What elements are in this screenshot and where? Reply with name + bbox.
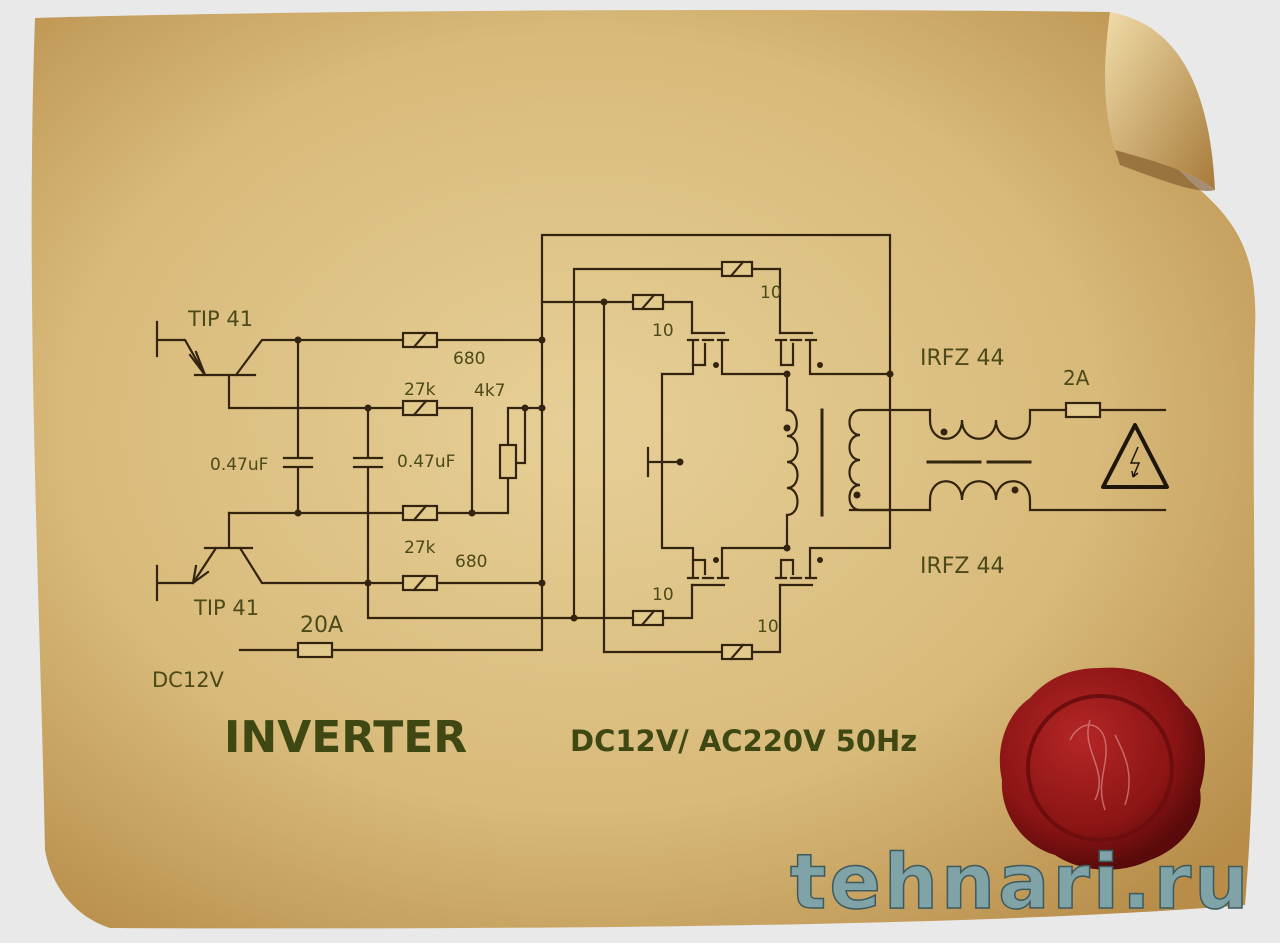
gate-resistor-lower-right — [720, 643, 754, 661]
page-title: INVERTER — [224, 712, 467, 763]
resistor-label-27k-bottom: 27k — [404, 538, 436, 558]
gate-resistor-label-upper-left: 10 — [652, 321, 674, 341]
gate-resistor-lower-left — [631, 609, 665, 627]
resistor-label-680-top: 680 — [453, 349, 485, 369]
resistor-680-bottom — [401, 574, 439, 592]
fuse-output-label: 2A — [1063, 366, 1090, 390]
resistor-27k-top — [401, 399, 439, 417]
junction-dots — [294, 298, 1019, 622]
gate-resistor-upper-left — [631, 293, 665, 311]
gate-resistor-label-upper-right: 10 — [760, 283, 782, 303]
potentiometer-4k7 — [498, 443, 518, 480]
capacitor-label-left: 0.47uF — [210, 455, 268, 475]
resistor-27k-bottom — [401, 504, 439, 522]
fuse-output — [1064, 401, 1102, 419]
gate-resistor-label-lower-left: 10 — [652, 585, 674, 605]
input-voltage-label: DC12V — [152, 668, 225, 692]
watermark: tehnari.ru — [790, 837, 1251, 926]
page-subtitle: DC12V/ AC220V 50Hz — [570, 724, 917, 758]
parchment-sheet — [31, 10, 1256, 929]
transistor-top-label: TIP 41 — [187, 307, 253, 331]
resistor-label-680-bottom: 680 — [455, 552, 487, 572]
mosfet-bottom-label: IRFZ 44 — [920, 554, 1005, 579]
page-curl — [1105, 12, 1215, 190]
fuse-input-label: 20A — [300, 613, 343, 638]
mosfet-top-label: IRFZ 44 — [920, 346, 1005, 371]
fuse-input — [296, 641, 334, 659]
wiring — [155, 233, 1167, 654]
wax-seal — [999, 667, 1205, 870]
page-curl-shadow — [1115, 150, 1215, 191]
resistor-680-top — [401, 331, 439, 349]
capacitor-label-right: 0.47uF — [397, 452, 455, 472]
gate-resistor-label-lower-right: 10 — [757, 617, 779, 637]
transistor-bottom-label: TIP 41 — [193, 596, 259, 620]
gate-resistor-upper-right — [720, 260, 754, 278]
pot-label: 4k7 — [474, 381, 505, 401]
resistor-label-27k-top: 27k — [404, 380, 436, 400]
high-voltage-warning-icon — [1101, 423, 1169, 489]
